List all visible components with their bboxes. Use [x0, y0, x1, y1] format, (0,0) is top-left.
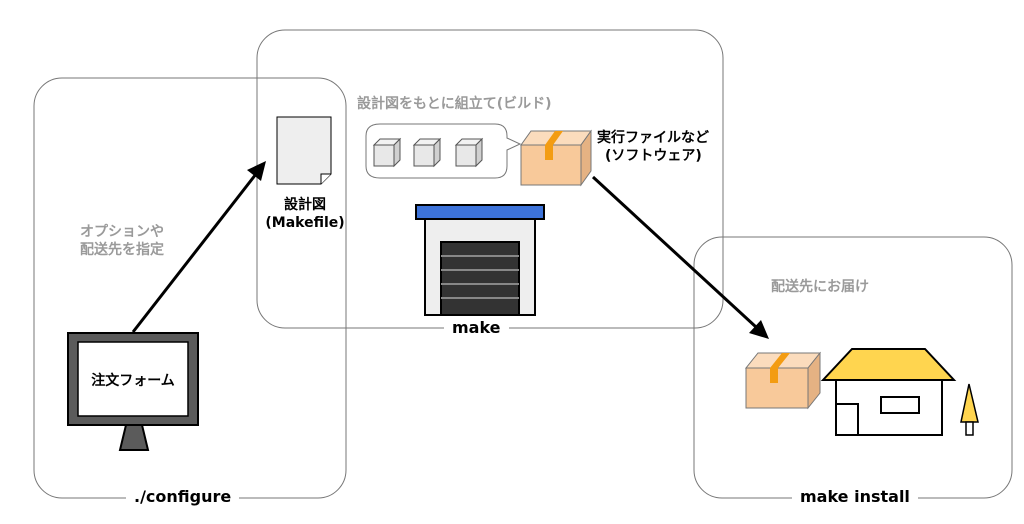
document-icon — [276, 116, 332, 185]
tree-icon — [960, 383, 979, 436]
install-note: 配送先にお届け — [771, 279, 869, 295]
configure-note-line-2: 配送先を指定 — [80, 242, 164, 258]
makefile-title: 設計図 — [284, 197, 326, 213]
product-box-icon — [520, 129, 592, 187]
configure-note-line-1: オプションや — [80, 224, 164, 240]
configure-label: ./configure — [126, 487, 240, 506]
make-note: 設計図をもとに組立て(ビルド) — [357, 96, 552, 112]
part-cube-3 — [454, 137, 484, 168]
product-label-line-1: 実行ファイルなど — [597, 130, 709, 146]
part-cube-1 — [372, 137, 402, 168]
part-cube-2 — [412, 137, 442, 168]
speech-bubble — [365, 123, 522, 179]
product-label-line-2: (ソフトウェア) — [605, 148, 702, 164]
monitor-icon — [67, 332, 199, 451]
makefile-subtitle: (Makefile) — [265, 215, 345, 231]
arrow-configure-to-makefile — [131, 161, 266, 333]
factory-icon — [415, 204, 545, 316]
makefile-label: 設計図 (Makefile) — [260, 196, 350, 232]
arrow-make-to-install — [591, 175, 769, 339]
delivered-box-icon — [744, 351, 822, 410]
monitor-text: 注文フォーム — [91, 373, 175, 389]
product-label: 実行ファイルなど (ソフトウェア) — [597, 129, 709, 165]
house-icon — [820, 348, 957, 436]
make-label: make — [444, 318, 509, 337]
configure-note: オプションや 配送先を指定 — [80, 223, 164, 259]
install-label: make install — [792, 487, 918, 506]
